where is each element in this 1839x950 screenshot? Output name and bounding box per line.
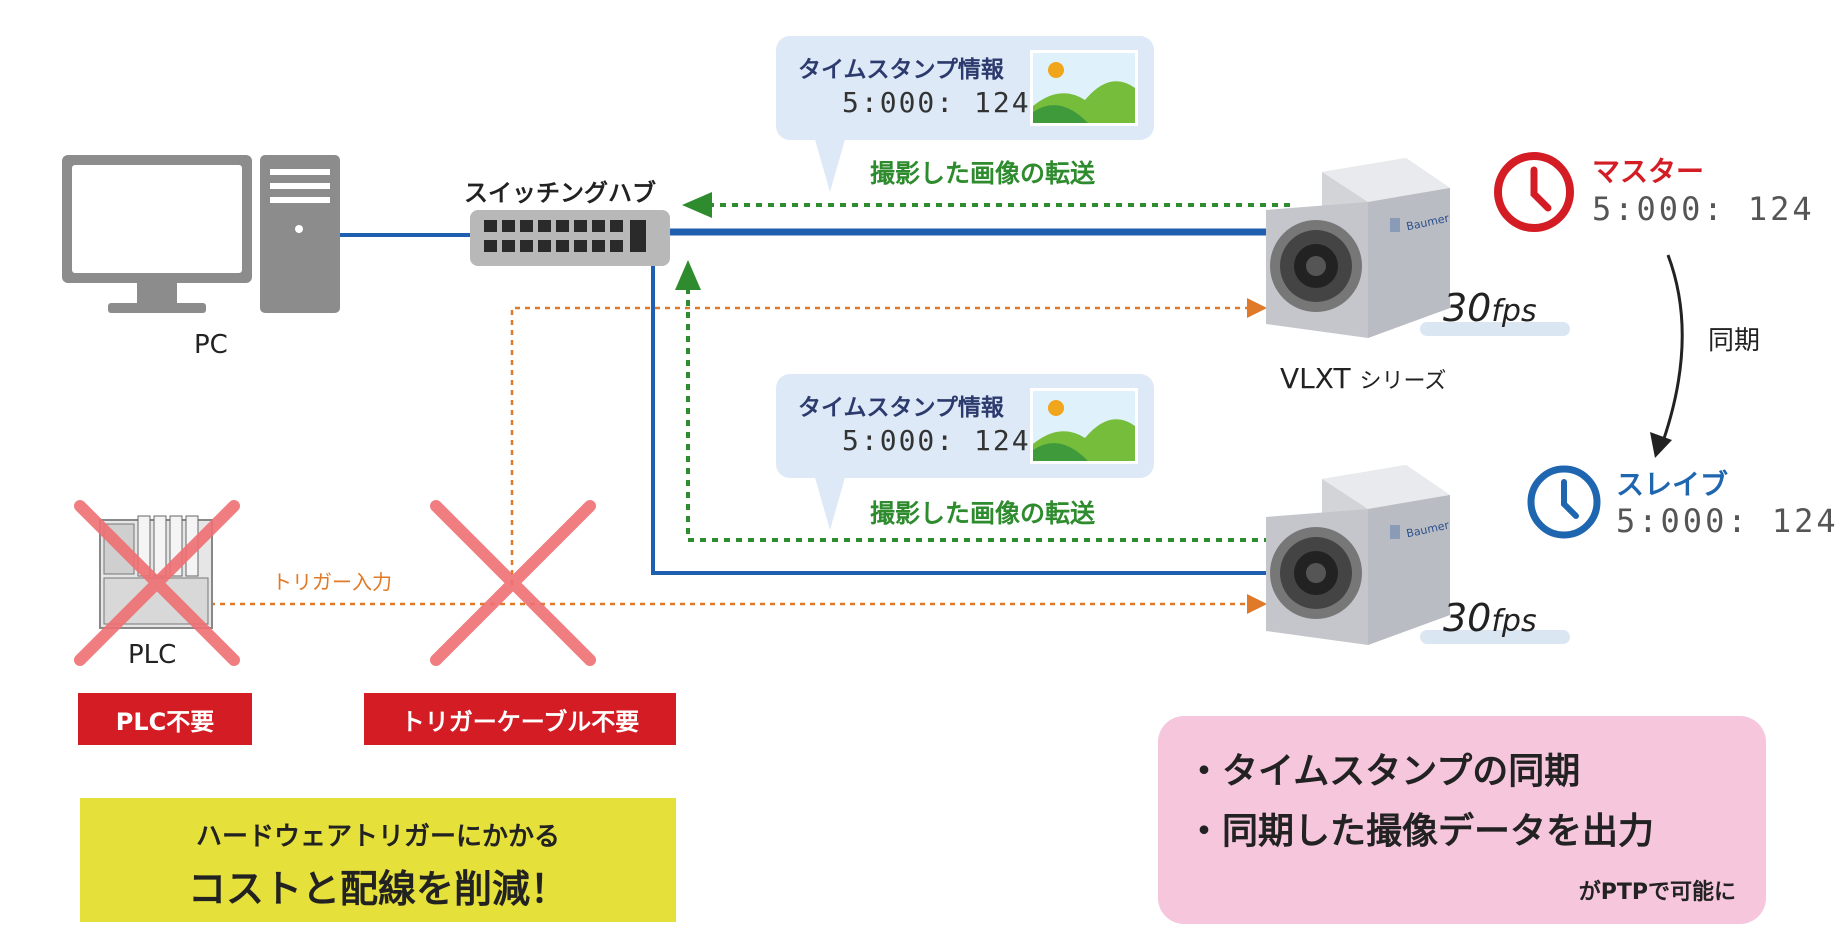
transfer-label-1: 撮影した画像の転送 xyxy=(870,159,1096,188)
pc-label: PC xyxy=(194,330,228,360)
bubble-timestamp: 5:000: 124 xyxy=(842,424,1031,457)
camera-base-1 xyxy=(1420,322,1570,336)
transfer-arrowhead-2 xyxy=(675,260,701,290)
fps-value: 30 xyxy=(1443,596,1492,640)
transfer-label-2: 撮影した画像の転送 xyxy=(870,499,1096,528)
transfer-line-camera2 xyxy=(686,290,1270,542)
switching-hub-icon xyxy=(470,210,670,266)
camera-icon-2: Baumer xyxy=(1260,465,1456,657)
image-thumbnail-icon xyxy=(1030,50,1138,126)
slave-timestamp: 5:000: 124 xyxy=(1616,502,1839,540)
fps-value: 30 xyxy=(1443,286,1492,330)
series-suffix: シリーズ xyxy=(1359,369,1447,394)
cost-reduction-box: ハードウェアトリガーにかかる コストと配線を削減！ xyxy=(80,798,676,922)
camera-series-label: VLXT シリーズ xyxy=(1280,362,1446,395)
cost-box-line1: ハードウェアトリガーにかかる xyxy=(195,822,560,852)
master-label: マスター xyxy=(1592,155,1705,188)
pc-tower-icon xyxy=(260,155,340,313)
series-name: VLXT xyxy=(1280,362,1351,395)
benefit-note: がPTPで可能に xyxy=(1578,880,1736,905)
sync-arrowhead xyxy=(1650,432,1672,458)
ptp-benefits-box: ・タイムスタンプの同期 ・同期した撮像データを出力 がPTPで可能に xyxy=(1158,716,1766,924)
bubble-tail-2 xyxy=(814,474,846,530)
timestamp-bubble-2: タイムスタンプ情報 5:000: 124 xyxy=(776,374,1154,478)
bubble-tail-1 xyxy=(814,136,846,192)
sync-arrow xyxy=(1658,254,1684,451)
plc-unneeded-tag: PLC不要 xyxy=(78,693,252,745)
ethernet-hub-camera2 xyxy=(651,250,1270,575)
camera-base-2 xyxy=(1420,630,1570,644)
cable-cross-stroke-2 xyxy=(430,500,596,666)
monitor-neck xyxy=(137,283,177,305)
ptp-sync-diagram: PC スイッチングハブ タイムスタンプ情報 5:000: 124 xyxy=(62,36,1836,924)
slave-clock-icon xyxy=(1526,464,1602,540)
trigger-label: トリガー入力 xyxy=(272,570,392,594)
camera-icon-1: Baumer xyxy=(1260,158,1456,350)
master-timestamp: 5:000: 124 xyxy=(1592,190,1815,228)
bubble-timestamp: 5:000: 124 xyxy=(842,86,1031,119)
bubble-title: タイムスタンプ情報 xyxy=(798,395,1004,421)
monitor-icon xyxy=(62,155,252,285)
plc-cross-stroke-2 xyxy=(74,500,240,666)
fps-label-2: 30fps xyxy=(1443,596,1537,640)
connections-layer xyxy=(210,192,1684,614)
trigger-line-camera1 xyxy=(510,298,1267,585)
fps-label-1: 30fps xyxy=(1443,286,1537,330)
benefit-1: ・タイムスタンプの同期 xyxy=(1186,751,1581,792)
fps-unit: fps xyxy=(1491,604,1537,639)
slave-label: スレイブ xyxy=(1616,468,1729,501)
sync-label: 同期 xyxy=(1708,326,1761,356)
master-clock-icon xyxy=(1492,150,1576,234)
benefit-2: ・同期した撮像データを出力 xyxy=(1186,811,1655,852)
timestamp-bubble-1: タイムスタンプ情報 5:000: 124 xyxy=(776,36,1154,140)
fps-unit: fps xyxy=(1491,294,1537,329)
bubble-title: タイムスタンプ情報 xyxy=(798,57,1004,83)
hub-label: スイッチングハブ xyxy=(464,179,656,207)
plc-label: PLC xyxy=(128,640,177,670)
crosses-layer xyxy=(74,500,596,666)
monitor-stand xyxy=(108,303,206,313)
cable-unneeded-tag: トリガーケーブル不要 xyxy=(364,693,676,745)
cost-box-line2: コストと配線を削減！ xyxy=(187,867,568,911)
transfer-arrowhead-1 xyxy=(682,192,712,218)
image-thumbnail-icon xyxy=(1030,388,1138,464)
